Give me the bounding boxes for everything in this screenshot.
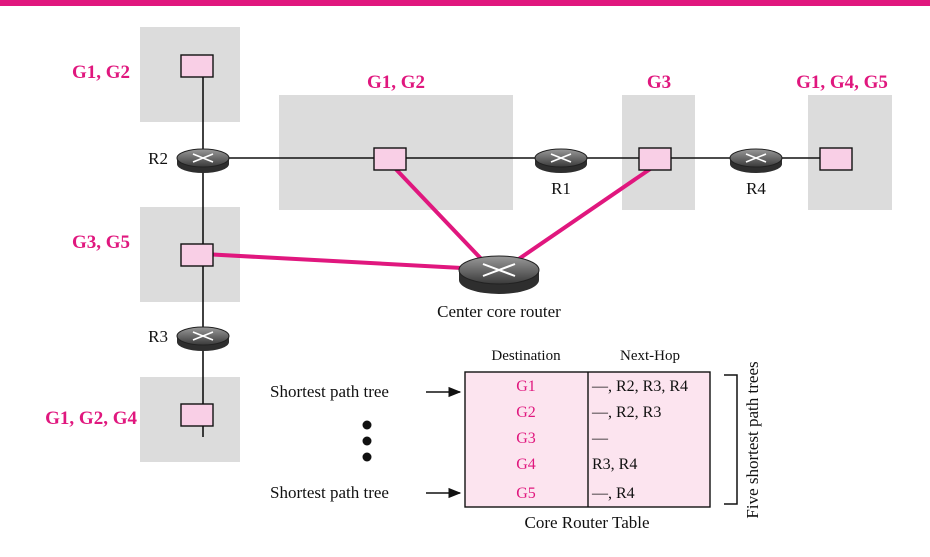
table-row-dest: G3 xyxy=(516,430,536,447)
router-r1 xyxy=(534,148,588,173)
router-label-center: Center core router xyxy=(437,302,561,321)
table-row-next-hop: — xyxy=(591,430,609,447)
table-row-next-hop: —, R2, R3 xyxy=(591,404,661,421)
table-row-next-hop: R3, R4 xyxy=(592,456,637,473)
host-left-middle xyxy=(180,243,214,267)
group-label-bottom-left: G1, G2, G4 xyxy=(45,408,137,429)
group-label-middle-big: G1, G2 xyxy=(367,72,425,93)
table-row-next-hop: —, R2, R3, R4 xyxy=(591,378,688,395)
table-row-dest: G5 xyxy=(516,485,536,502)
tree-links xyxy=(202,161,658,270)
table-row-dest: G1 xyxy=(516,378,536,395)
router-label-r3: R3 xyxy=(148,327,168,346)
table-rows: G1 —, R2, R3, R4 G2 —, R2, R3 G3 — G4 R3… xyxy=(516,378,688,502)
router-r2 xyxy=(176,148,230,173)
host-bottom-left xyxy=(180,403,214,427)
top-accent-bar xyxy=(0,0,930,6)
host-g3 xyxy=(638,147,672,171)
router-r3 xyxy=(176,326,230,351)
group-label-right: G1, G4, G5 xyxy=(796,72,888,93)
table-row-dest: G4 xyxy=(516,456,536,473)
vertical-dots-icon xyxy=(362,420,372,462)
group-label-top-left: G1, G2 xyxy=(72,62,130,83)
router-label-r2: R2 xyxy=(148,149,168,168)
group-label-g3: G3 xyxy=(647,72,671,93)
group-label-left-middle: G3, G5 xyxy=(72,232,130,253)
table-header-next-hop: Next-Hop xyxy=(620,348,680,364)
table-brace xyxy=(724,374,738,505)
arrow-label-top: Shortest path tree xyxy=(270,382,389,401)
arrow-label-bottom: Shortest path tree xyxy=(270,483,389,502)
brace-label: Five shortest path trees xyxy=(743,361,762,518)
host-top-left xyxy=(180,54,214,78)
table-header-destination: Destination xyxy=(491,348,561,364)
table-row-next-hop: —, R4 xyxy=(591,485,635,502)
router-center-core xyxy=(458,255,540,294)
table-caption: Core Router Table xyxy=(524,513,649,532)
hosts xyxy=(180,54,853,427)
router-label-r1: R1 xyxy=(551,179,571,198)
router-r4 xyxy=(729,148,783,173)
host-middle-big xyxy=(373,147,407,171)
table-row-dest: G2 xyxy=(516,404,536,421)
router-label-r4: R4 xyxy=(746,179,766,198)
host-right xyxy=(819,147,853,171)
